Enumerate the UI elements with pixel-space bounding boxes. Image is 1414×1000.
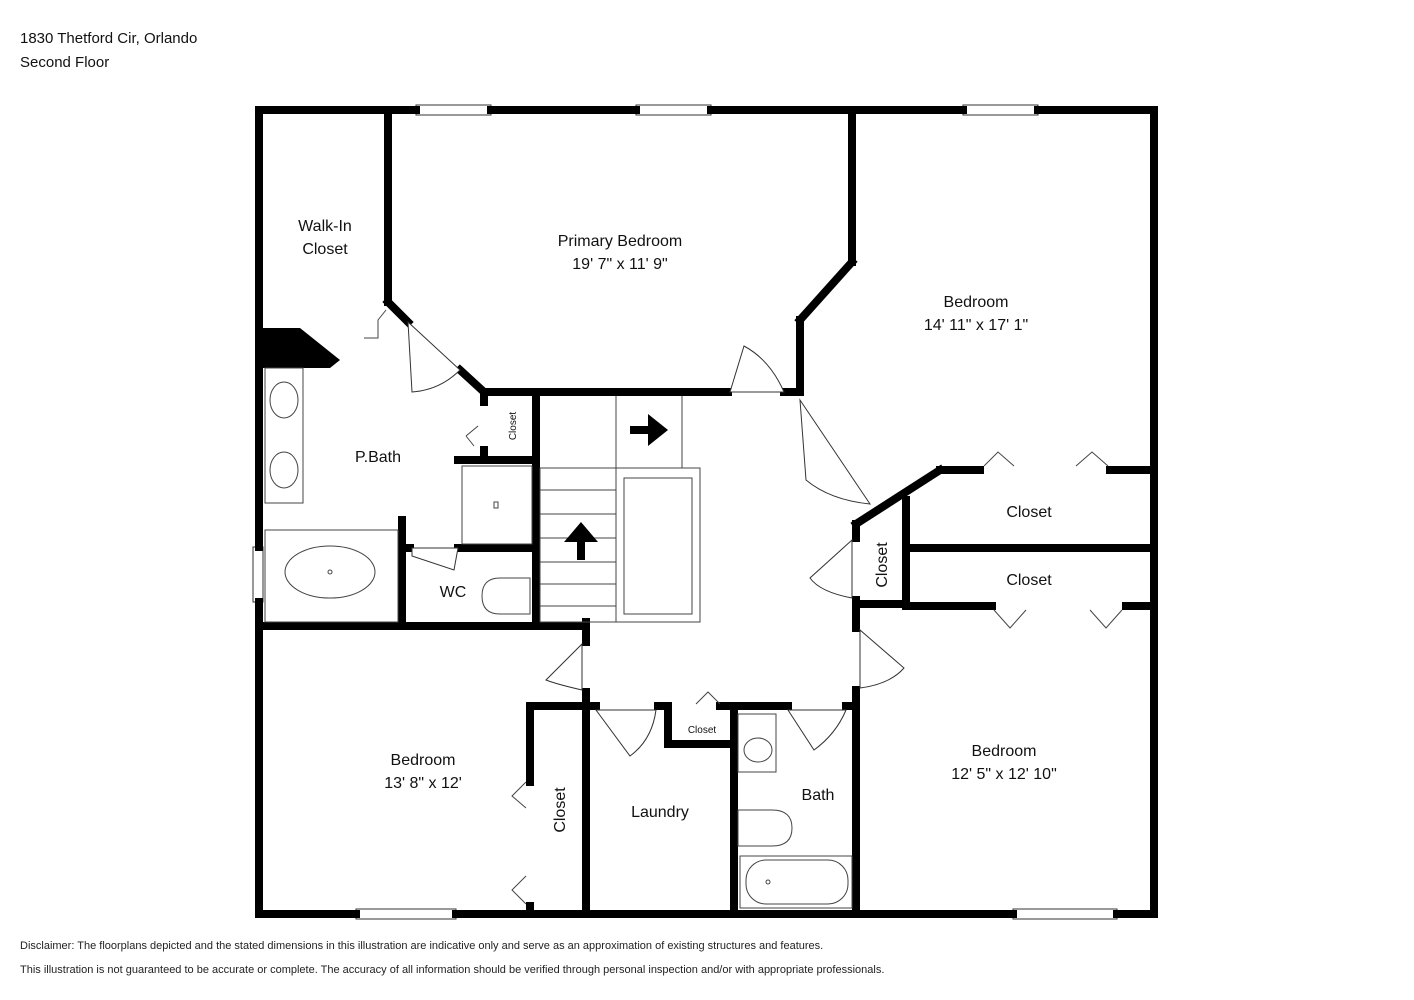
closet-vertical-hall-label: Closet: [874, 542, 891, 588]
disclaimer-line-2: This illustration is not guaranteed to b…: [20, 964, 885, 976]
bedroom-sw-label: Bedroom: [391, 752, 456, 769]
bedroom-se-label: Bedroom: [972, 743, 1037, 760]
interior-walls: [259, 110, 1158, 918]
walk-in-closet-label-2: Closet: [302, 241, 348, 258]
disclaimer-line-1: Disclaimer: The floorplans depicted and …: [20, 940, 824, 952]
walk-in-closet-label-1: Walk-In: [298, 218, 352, 235]
bedroom-ne-dims: 14' 11" x 17' 1": [924, 317, 1028, 334]
stair-arrow-up-icon: [564, 522, 598, 560]
closet-ne-lower-label: Closet: [1006, 572, 1052, 589]
property-address: 1830 Thetford Cir, Orlando: [20, 30, 198, 47]
wc-label: WC: [440, 584, 467, 601]
bathtub: [264, 529, 399, 623]
stairwell: [539, 396, 701, 623]
shower: [461, 465, 533, 545]
closet-pbath-label: Closet: [508, 412, 519, 441]
primary-bedroom-dims: 19' 7" x 11' 9": [572, 256, 667, 273]
closet-sw-label: Closet: [552, 787, 569, 833]
closet-ne-upper-label: Closet: [1006, 504, 1052, 521]
closet-hall-small-label: Closet: [688, 725, 717, 736]
laundry-label: Laundry: [631, 804, 689, 821]
primary-bedroom-label: Primary Bedroom: [558, 233, 682, 250]
vanity-counter: [263, 328, 340, 504]
toilet: [481, 577, 531, 615]
bedroom-se-dims: 12' 5" x 12' 10": [951, 766, 1057, 783]
bath-fixtures: [737, 713, 853, 909]
windows: [252, 104, 1118, 920]
bedroom-ne-label: Bedroom: [944, 294, 1009, 311]
stair-arrow-right-icon: [630, 414, 668, 446]
doors: [364, 309, 1123, 905]
floor-label: Second Floor: [20, 54, 110, 71]
pbath-label: P.Bath: [355, 449, 401, 466]
bath-label: Bath: [802, 787, 835, 804]
bedroom-sw-dims: 13' 8" x 12': [384, 775, 462, 792]
